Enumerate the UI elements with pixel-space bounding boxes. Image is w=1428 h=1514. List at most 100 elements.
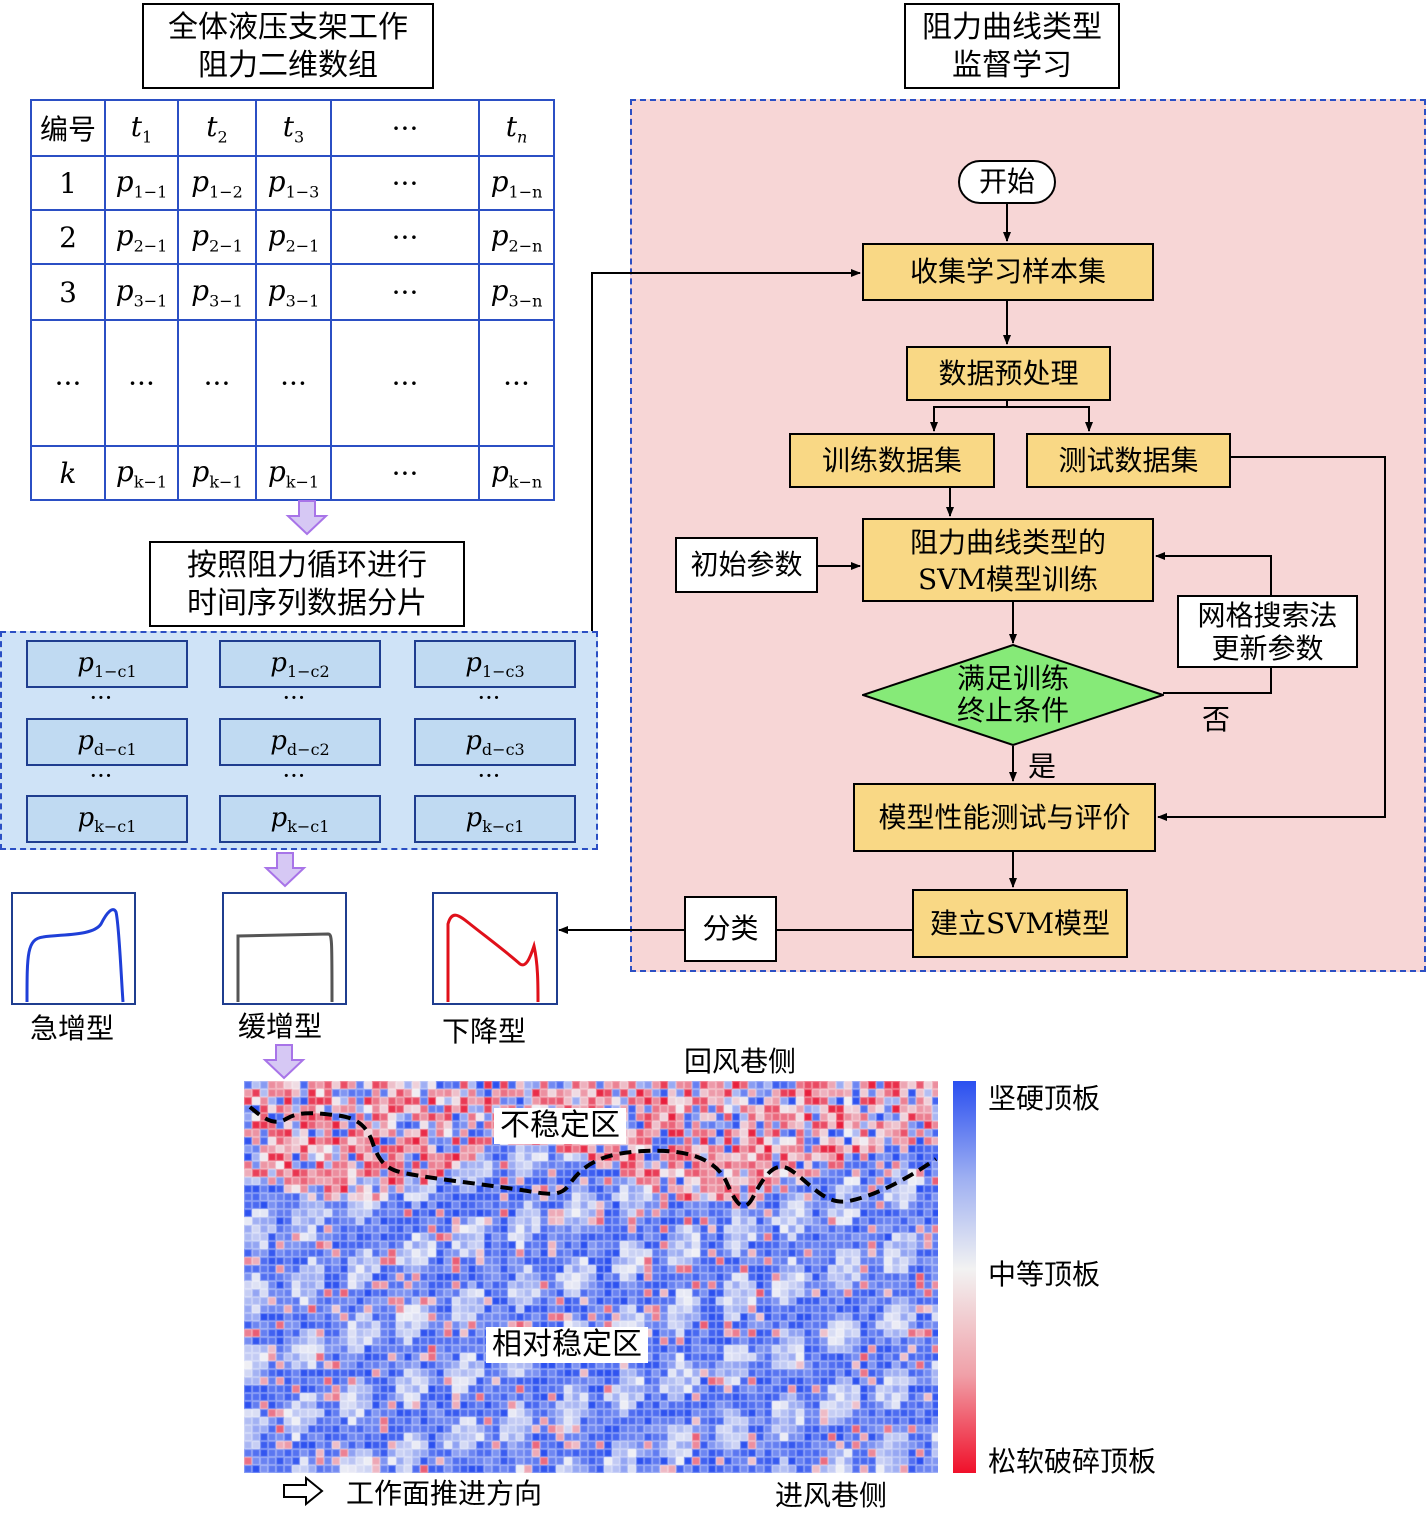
legend-hard-roof: 坚硬顶板 xyxy=(988,1082,1101,1115)
table-cell: pk−1 xyxy=(177,445,257,501)
label-sharp-increase: 急增型 xyxy=(30,1012,115,1045)
cell-subscript: 3−1 xyxy=(209,291,243,311)
cell-value: p xyxy=(191,164,210,198)
segment-cell: pk−c1 xyxy=(219,795,381,843)
advance-arrow-icon xyxy=(283,1475,324,1507)
cell-value: ··· xyxy=(391,220,419,254)
row-id: 1 xyxy=(59,166,77,200)
build-label: 建立SVM模型 xyxy=(929,907,1111,940)
collect-samples-box: 收集学习样本集 xyxy=(862,243,1154,301)
sharp-increase-curve-icon xyxy=(25,908,125,1003)
cell-value: p xyxy=(490,164,509,198)
row-id: k xyxy=(59,456,77,490)
segment-symbol: p xyxy=(77,726,94,756)
table-cell: ··· xyxy=(330,209,480,265)
row-id-cell: 3 xyxy=(30,263,106,321)
cell-value: p xyxy=(490,454,509,488)
row-id-cell: 2 xyxy=(30,209,106,265)
segment-subscript: 1−c3 xyxy=(481,662,525,682)
supervised-title-line1: 阻力曲线类型 xyxy=(922,10,1102,45)
table-cell: p2−n xyxy=(478,209,555,265)
test-set-box: 测试数据集 xyxy=(1026,433,1231,488)
row-id-cell: k xyxy=(30,445,106,501)
cell-value: ··· xyxy=(391,275,419,309)
table-cell: ··· xyxy=(330,155,480,211)
segment-subscript: d−c1 xyxy=(93,740,137,760)
cell-value: p xyxy=(267,454,286,488)
row-id-cell: ··· xyxy=(30,319,106,447)
table-cell: p1−3 xyxy=(255,155,332,211)
slow-increase-curve-icon xyxy=(236,932,334,1003)
svm-train-line2: SVM模型训练 xyxy=(917,563,1099,596)
legend-soft-roof: 松软破碎顶板 xyxy=(988,1445,1157,1478)
init-params-label: 初始参数 xyxy=(690,548,803,581)
cell-value: p xyxy=(267,273,286,307)
supervised-title: 阻力曲线类型 监督学习 xyxy=(904,3,1120,89)
header-subscript: n xyxy=(516,127,528,147)
table-cell: p1−2 xyxy=(177,155,257,211)
cell-value: ··· xyxy=(128,366,155,400)
evaluate-box: 模型性能测试与评价 xyxy=(853,783,1156,852)
cell-value: p xyxy=(490,273,509,307)
classify-box: 分类 xyxy=(684,896,777,962)
slice-title-line1: 按照阻力循环进行 xyxy=(187,548,427,583)
segment-cell: p1−c2 xyxy=(219,640,381,688)
cell-subscript: k−n xyxy=(508,472,543,492)
unstable-text: 不稳定区 xyxy=(500,1108,620,1143)
svm-train-box: 阻力曲线类型的 SVM模型训练 xyxy=(862,518,1154,602)
header-text: t xyxy=(130,109,143,143)
train-set-label: 训练数据集 xyxy=(821,444,962,477)
decrease-curve-icon xyxy=(446,913,540,1003)
segment-subscript: 1−c1 xyxy=(93,662,137,682)
header-text: t xyxy=(282,109,295,143)
stable-zone-label: 相对稳定区 xyxy=(486,1327,648,1363)
header-subscript: 2 xyxy=(217,127,228,147)
grid-search-line2: 更新参数 xyxy=(1211,632,1324,665)
cell-value: ··· xyxy=(391,456,419,490)
cell-value: p xyxy=(115,454,134,488)
table-header-cell: tn xyxy=(478,99,555,157)
segment-cell: pd−c3 xyxy=(414,718,576,766)
segment-cell: pk−c1 xyxy=(414,795,576,843)
header-subscript: 3 xyxy=(294,127,305,147)
legend-medium-roof: 中等顶板 xyxy=(988,1258,1101,1291)
segment-subscript: k−c1 xyxy=(287,817,330,837)
svm-train-line1: 阻力曲线类型的 xyxy=(909,526,1106,559)
supervised-title-line2: 监督学习 xyxy=(952,48,1072,83)
table-row: ·················· xyxy=(30,319,555,447)
boundary-line xyxy=(248,1105,938,1208)
table-header-cell: t1 xyxy=(104,99,179,157)
table-cell: p2−1 xyxy=(255,209,332,265)
condition-line2: 终止条件 xyxy=(956,694,1069,727)
grid-search-box: 网格搜索法 更新参数 xyxy=(1177,595,1358,668)
table-cell: ··· xyxy=(104,319,179,447)
table-cell: p3−n xyxy=(478,263,555,321)
cell-subscript: 2−n xyxy=(508,236,543,256)
yes-label: 是 xyxy=(1028,750,1057,783)
segment-subscript: k−c1 xyxy=(94,817,137,837)
curve-box-slow-increase xyxy=(222,892,347,1005)
segment-symbol: p xyxy=(77,803,95,833)
preprocess-label: 数据预处理 xyxy=(938,357,1079,390)
cell-subscript: k−1 xyxy=(133,472,168,492)
start-node: 开始 xyxy=(958,160,1056,204)
segment-cell: pk−c1 xyxy=(26,795,188,843)
segment-symbol: p xyxy=(270,648,287,678)
test-set-label: 测试数据集 xyxy=(1058,444,1199,477)
init-params-box: 初始参数 xyxy=(675,537,818,593)
condition-line1: 满足训练 xyxy=(956,662,1069,695)
curve-box-sharp-increase xyxy=(11,892,136,1005)
condition-text: 满足训练 终止条件 xyxy=(912,663,1114,727)
table-cell: pk−1 xyxy=(104,445,179,501)
grid-search-line1: 网格搜索法 xyxy=(1197,599,1338,632)
segment-subscript: d−c2 xyxy=(286,740,330,760)
ellipsis-dots: ··· xyxy=(89,762,113,790)
slice-title-line2: 时间序列数据分片 xyxy=(187,586,427,621)
cell-subscript: 1−2 xyxy=(209,182,243,202)
collect-label: 收集学习样本集 xyxy=(909,255,1106,288)
cell-value: p xyxy=(191,273,210,307)
